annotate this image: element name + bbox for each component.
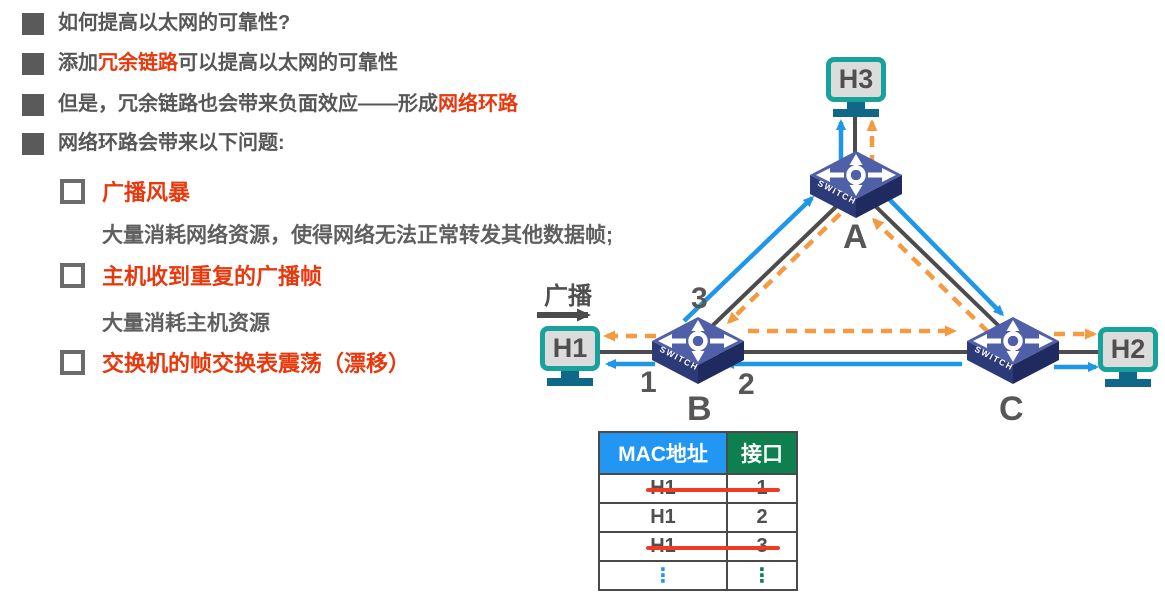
ellipsis-cell: ⋮	[752, 565, 772, 587]
mac-table-row-2: H1 2	[600, 502, 796, 531]
monitor-stand	[561, 371, 579, 378]
monitor-stand	[847, 102, 865, 109]
mac-table-row-4: ⋮ ⋮	[600, 560, 796, 589]
switch-label-c: C	[999, 390, 1024, 428]
checkbox-icon	[60, 350, 85, 375]
bullet-square-icon	[22, 133, 44, 155]
strikethrough-row-3	[646, 546, 780, 550]
switch-label-b: B	[687, 390, 712, 428]
monitor-base	[1105, 379, 1151, 387]
mac-table-header-port: 接口	[728, 433, 796, 473]
problem-desc-1: 大量消耗网络资源，使得网络无法正常转发其他数据帧;	[102, 224, 613, 247]
bullet-row-3: 但是，冗余链路也会带来负面效应——形成网络环路	[22, 91, 518, 118]
problem-item-table-flapping: 交换机的帧交换表震荡（漂移）	[60, 350, 410, 377]
bullet-text-4: 网络环路会带来以下问题:	[58, 130, 285, 157]
blue-arrows	[605, 119, 1099, 372]
orange-arrow-c-to-a	[871, 217, 990, 334]
monitor-icon: H1	[540, 326, 600, 371]
bullet-square-icon	[22, 94, 44, 116]
bullet-text-3: 但是，冗余链路也会带来负面效应——形成网络环路	[58, 91, 518, 118]
switch-a: SWITCH	[810, 151, 902, 219]
monitor-base	[547, 378, 593, 386]
bullet-3-red: 网络环路	[438, 93, 518, 115]
link-b-a	[706, 199, 844, 332]
problem-desc-2: 大量消耗主机资源	[102, 312, 270, 335]
ellipsis-cell: ⋮	[600, 562, 728, 589]
bullet-2-post: 可以提高以太网的可靠性	[178, 52, 398, 74]
switch-icon: SWITCH	[652, 317, 744, 384]
problem-title-1: 广播风暴	[102, 180, 191, 205]
bullet-text-2: 添加冗余链路可以提高以太网的可靠性	[58, 50, 398, 77]
monitor-stand	[1119, 372, 1137, 379]
switch-c: SWITCH	[967, 317, 1059, 385]
bullet-4-pre: 网络环路会带来以下问题:	[58, 132, 285, 154]
switch-b: SWITCH	[652, 317, 744, 385]
problem-title-2: 主机收到重复的广播帧	[102, 264, 323, 289]
bullet-text-1: 如何提高以太网的可靠性?	[58, 10, 290, 37]
problem-title-3: 交换机的帧交换表震荡（漂移）	[102, 351, 411, 376]
bullet-square-icon	[22, 53, 44, 75]
broadcast-label: 广播	[544, 283, 592, 310]
host-h2: H2	[1098, 327, 1158, 387]
bullet-2-pre: 添加	[58, 52, 98, 74]
monitor-icon: H2	[1098, 327, 1158, 372]
strikethrough-row-1	[646, 488, 780, 492]
host-h3: H3	[826, 57, 886, 117]
orange-arrow-a-to-b	[726, 212, 842, 325]
bullet-1-pre: 如何提高以太网的可靠性?	[58, 12, 291, 34]
link-a-c	[868, 199, 1005, 332]
monitor-base	[833, 109, 879, 117]
switch-icon: SWITCH	[967, 317, 1059, 384]
bullet-row-1: 如何提高以太网的可靠性?	[22, 10, 290, 37]
blue-arrow-b-to-a	[682, 195, 815, 323]
bullet-2-red: 冗余链路	[98, 52, 178, 74]
mac-cell: H1	[600, 504, 728, 531]
bullet-3-pre: 但是，冗余链路也会带来负面效应——形成	[58, 93, 438, 115]
blue-arrow-a-to-c	[886, 196, 1005, 317]
checkbox-icon	[60, 179, 85, 204]
bullet-row-4: 网络环路会带来以下问题:	[22, 130, 285, 157]
port-cell: 2	[756, 506, 768, 528]
switch-label-a: A	[843, 218, 868, 256]
port-label-3: 3	[691, 282, 708, 315]
bullet-row-2: 添加冗余链路可以提高以太网的可靠性	[22, 50, 398, 77]
problem-item-duplicate-frames: 主机收到重复的广播帧	[60, 263, 322, 290]
mac-address-table: MAC地址 接口 H1 1 H1 2 H1 3 ⋮ ⋮	[598, 431, 798, 591]
port-label-2: 2	[738, 368, 755, 401]
port-label-1: 1	[640, 366, 657, 399]
monitor-icon: H3	[826, 57, 886, 102]
orange-arrows	[603, 119, 1097, 342]
problem-item-broadcast-storm: 广播风暴	[60, 179, 190, 206]
host-h1: H1	[540, 326, 600, 386]
switch-icon: SWITCH	[810, 151, 902, 218]
mac-table-header-mac: MAC地址	[600, 433, 728, 473]
bullet-square-icon	[22, 13, 44, 35]
checkbox-icon	[60, 263, 85, 288]
mac-table-header: MAC地址 接口	[600, 433, 796, 473]
